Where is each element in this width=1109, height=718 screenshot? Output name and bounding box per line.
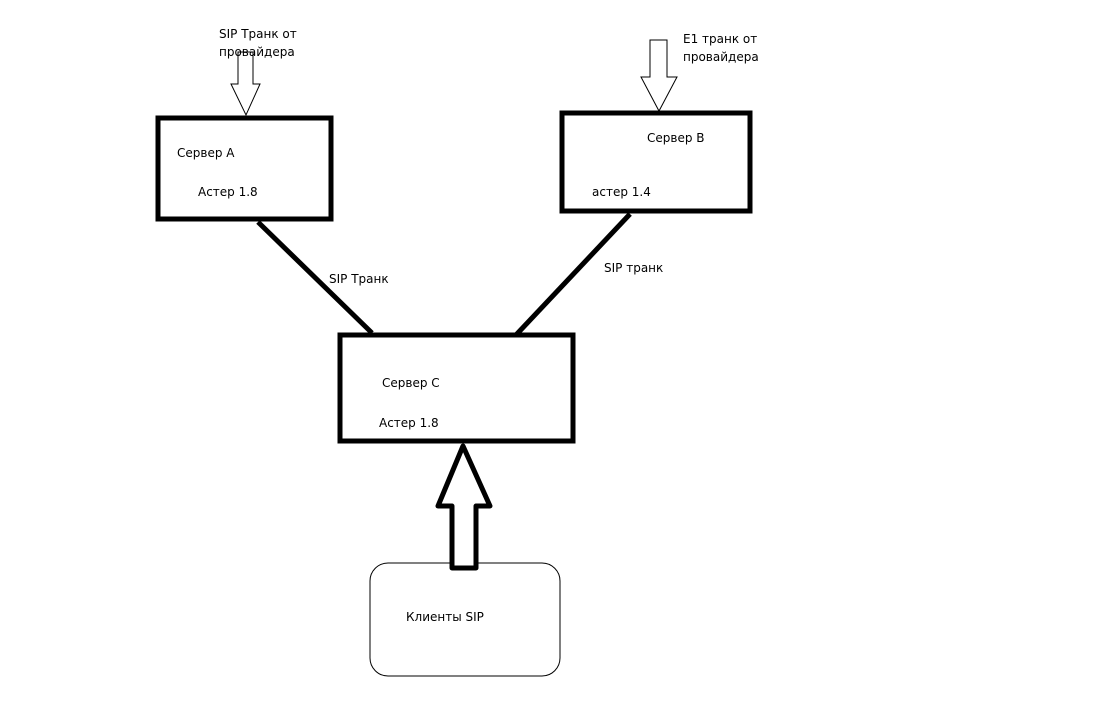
- clients-title: Клиенты SIP: [406, 610, 484, 624]
- clients-to-server-c-arrow: [435, 443, 493, 571]
- link-a-c-label: SIP Транк: [329, 272, 389, 286]
- e1-provider-label-line2: провайдера: [683, 50, 759, 64]
- server-c-title: Сервер С: [382, 376, 440, 390]
- server-c-box: [337, 332, 576, 444]
- sip-provider-label-line1: SIP Транк от: [219, 27, 297, 41]
- sip-provider-label-line2: провайдера: [219, 45, 295, 59]
- e1-provider-label-line1: E1 транк от: [683, 32, 758, 46]
- link-a-c: [256, 220, 374, 335]
- server-a-software: Астер 1.8: [198, 185, 258, 199]
- sip-provider-arrow: [230, 51, 261, 117]
- server-b-box: [559, 110, 753, 214]
- server-b-title: Сервер В: [647, 131, 705, 145]
- server-c-software: Астер 1.8: [379, 416, 439, 430]
- link-b-c-label: SIP транк: [604, 261, 664, 275]
- server-a-box: [155, 115, 334, 222]
- server-b-software: астер 1.4: [592, 185, 651, 199]
- link-b-c: [513, 212, 632, 338]
- server-a-title: Сервер А: [177, 146, 235, 160]
- e1-provider-arrow: [640, 39, 678, 113]
